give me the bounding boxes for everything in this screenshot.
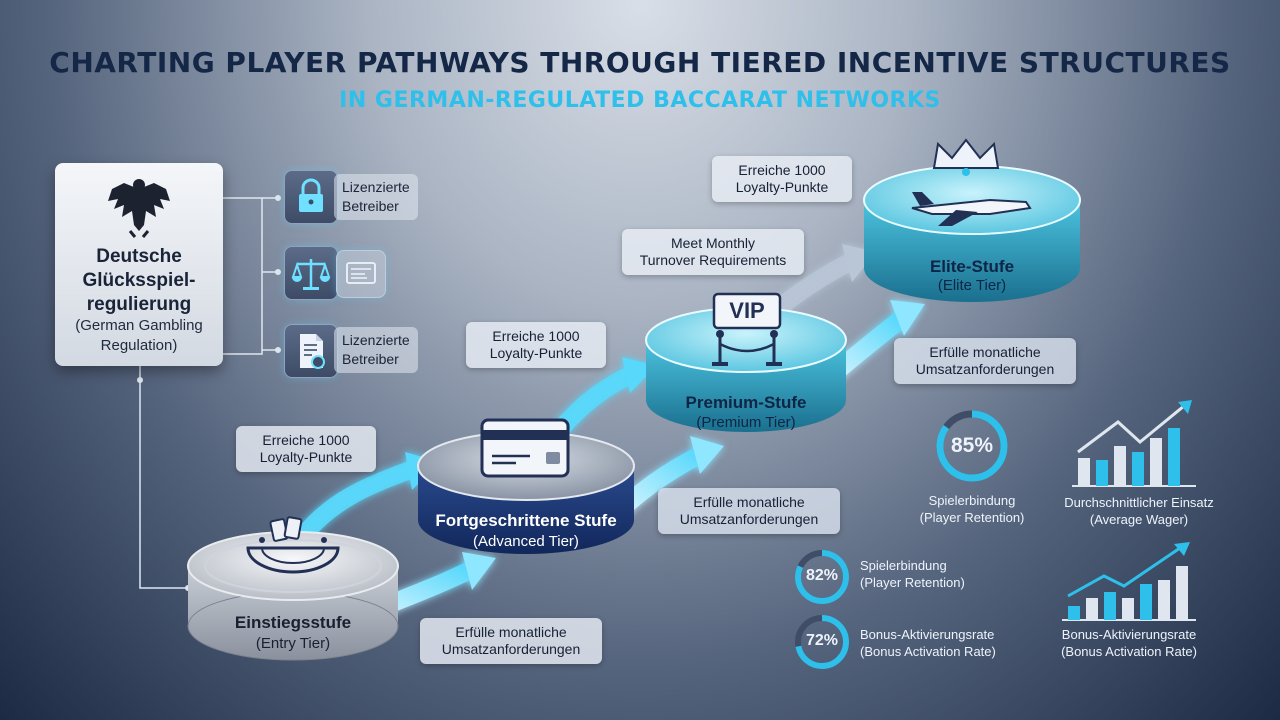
- callout-advanced-turnover: Erfülle monatliche Umsatzanforderungen: [658, 488, 840, 534]
- ring-value-72: 72%: [805, 632, 839, 649]
- tier-platform-advanced: [417, 431, 635, 554]
- scales-icon: [291, 259, 331, 290]
- regulation-item-scales: [284, 246, 338, 300]
- bar-chart-label-1: Durchschnittlicher Einsatz (Average Wage…: [1064, 495, 1214, 527]
- callout-entry-loyalty: Erreiche 1000 Loyalty-Punkte: [236, 426, 376, 472]
- ring-label-72: Bonus-Aktivierungsrate (Bonus Activation…: [860, 627, 996, 659]
- tier-platform-premium: [645, 307, 847, 432]
- tier-sub-advanced: (Advanced Tier): [473, 533, 579, 550]
- credit-card-icon: [480, 418, 570, 478]
- regulation-title-line-1: Deutsche: [96, 246, 182, 267]
- bar-chart-label-2: Bonus-Aktivierungsrate (Bonus Activation…: [1061, 627, 1197, 659]
- certificate-document-icon: [300, 334, 325, 369]
- regulation-item-label-3: Lizenzierte Betreiber: [334, 327, 418, 373]
- tier-name-entry: Einstiegsstufe: [234, 613, 352, 632]
- rising-bar-chart-icon: [1072, 400, 1196, 487]
- tier-platform-elite: [863, 165, 1081, 302]
- callout-entry-turnover: Erfülle monatliche Umsatzanforderungen: [420, 618, 602, 664]
- tier-sub-elite: (Elite Tier): [937, 277, 1007, 294]
- callout-premium-turnover-de: Erfülle monatliche Umsatzanforderungen: [894, 338, 1076, 384]
- page-subtitle: IN GERMAN-REGULATED BACCARAT NETWORKS: [339, 88, 941, 113]
- regulation-item-certificate: [284, 324, 338, 378]
- page-title: CHARTING PLAYER PATHWAYS THROUGH TIERED …: [49, 46, 1231, 79]
- document-card-icon: [346, 262, 376, 284]
- regulation-title-line-2: Glücksspiel-: [82, 270, 196, 291]
- tier-sub-premium: (Premium Tier): [696, 414, 796, 431]
- stat-ring-72: [795, 615, 849, 669]
- lock-icon: [299, 178, 323, 212]
- regulation-subtitle-line-2: Regulation): [100, 337, 178, 354]
- ring-value-82: 82%: [805, 567, 839, 584]
- regulation-card: Deutsche Glücksspiel- regulierung (Germa…: [55, 163, 223, 366]
- tier-name-elite: Elite-Stufe: [929, 257, 1015, 276]
- german-eagle-icon: [108, 179, 170, 238]
- baccarat-table-icon: [246, 516, 340, 574]
- regulation-item-document-card: [336, 250, 386, 298]
- stat-ring-82: [795, 550, 849, 604]
- crown-jet-icon: [911, 138, 1032, 226]
- tier-sub-entry: (Entry Tier): [255, 635, 331, 652]
- callout-premium-turnover-en: Meet Monthly Turnover Requirements: [622, 229, 804, 275]
- regulation-item-label-1: Lizenzierte Betreiber: [334, 174, 418, 220]
- callout-advanced-loyalty: Erreiche 1000 Loyalty-Punkte: [466, 322, 606, 368]
- regulation-title-line-3: regulierung: [86, 294, 192, 315]
- tier-name-premium: Premium-Stufe: [685, 393, 807, 412]
- tier-name-advanced: Fortgeschrittene Stufe: [435, 511, 617, 530]
- ring-label-85: Spielerbindung (Player Retention): [919, 493, 1025, 525]
- ring-value-85: 85%: [950, 434, 994, 457]
- vip-badge: VIP: [729, 298, 765, 323]
- ring-label-82: Spielerbindung (Player Retention): [860, 558, 965, 590]
- vip-rope-icon: [712, 292, 782, 366]
- stat-ring-85: [936, 410, 1008, 482]
- callout-elite-loyalty: Erreiche 1000 Loyalty-Punkte: [712, 156, 852, 202]
- rising-bar-chart-icon-2: [1062, 542, 1196, 621]
- regulation-subtitle-line-1: (German Gambling: [75, 317, 203, 334]
- tier-platform-entry: [187, 531, 399, 661]
